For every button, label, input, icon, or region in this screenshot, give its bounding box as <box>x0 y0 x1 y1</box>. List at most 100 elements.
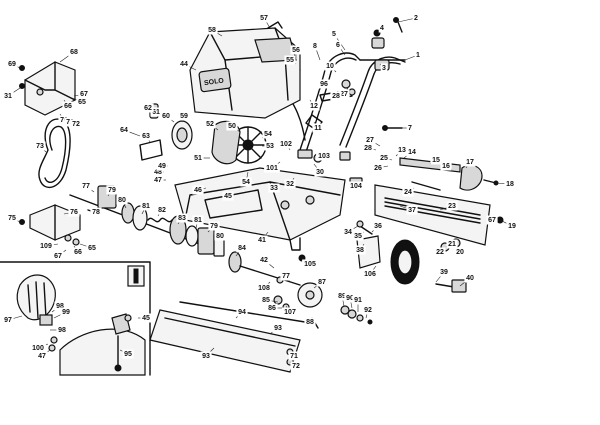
drive-belt <box>38 118 71 189</box>
part-number-p12: 12 <box>310 103 318 110</box>
part-number-p8: 8 <box>313 43 317 50</box>
part-number-bg-p75 <box>6 213 18 223</box>
part-number-p100: 100 <box>32 345 44 352</box>
part-number-p105: 105 <box>304 261 316 268</box>
part-number-p107: 107 <box>284 309 296 316</box>
part-number-p80b: 80 <box>216 233 224 240</box>
part-number-p99: 99 <box>62 309 70 316</box>
part-number-p27: 27 <box>340 91 348 98</box>
part-number-p106: 106 <box>364 271 376 278</box>
part-number-p62: 62 <box>144 105 152 112</box>
part-number-bg-p70 <box>58 115 70 125</box>
part-number-p65b: 65 <box>88 245 96 252</box>
part-number-p72b: 72 <box>292 363 300 370</box>
part-number-bg-p28b <box>362 143 374 153</box>
part-number-bg-p78 <box>90 207 102 217</box>
part-number-bg-p59 <box>178 111 190 121</box>
part-number-p95: 95 <box>124 351 132 358</box>
part-number-bg-p88 <box>304 317 316 327</box>
part-number-bg-p89 <box>336 291 348 301</box>
part-number-bg-p86 <box>266 303 278 313</box>
part-number-bg-p64 <box>118 125 130 135</box>
deflector-blade <box>149 301 306 373</box>
part-number-p93b: 93 <box>202 353 210 360</box>
part-number-p75: 75 <box>8 215 16 222</box>
part-number-p50: 50 <box>228 123 236 130</box>
part-number-bg-p19 <box>506 221 518 231</box>
part-number-bg-p48 <box>152 167 164 177</box>
part-number-bg-p67c <box>486 215 498 225</box>
part-number-bg-p40 <box>464 273 476 283</box>
part-number-bg-p25 <box>378 153 390 163</box>
part-number-bg-p106 <box>362 269 378 279</box>
part-number-bg-p47b <box>36 351 48 361</box>
part-number-p16: 16 <box>442 163 450 170</box>
part-number-bg-p90 <box>344 293 356 303</box>
part-number-bg-p104 <box>348 181 364 191</box>
part-number-p67c: 67 <box>488 217 496 224</box>
part-number-bg-p98 <box>54 301 66 311</box>
part-number-p6: 6 <box>336 42 340 49</box>
part-number-bg-p79b <box>208 221 220 231</box>
part-number-p81b: 81 <box>194 217 202 224</box>
part-number-p80: 80 <box>118 197 126 204</box>
part-number-bg-p109 <box>38 241 54 251</box>
part-number-p2: 2 <box>414 15 418 22</box>
part-number-p42: 42 <box>260 257 268 264</box>
part-number-p37: 37 <box>408 207 416 214</box>
part-number-p45: 45 <box>224 193 232 200</box>
part-number-bg-p55 <box>284 55 296 65</box>
part-number-p26: 26 <box>374 165 382 172</box>
part-number-bg-p67b <box>52 251 64 261</box>
part-number-bg-p8 <box>311 41 319 51</box>
part-number-p53: 53 <box>266 143 274 150</box>
part-number-p5: 5 <box>332 31 336 38</box>
part-number-p30: 30 <box>316 169 324 176</box>
part-number-bg-p31 <box>2 91 14 101</box>
part-number-p66: 66 <box>64 103 72 110</box>
part-number-p18: 18 <box>506 181 514 188</box>
part-number-bg-p69 <box>6 59 18 69</box>
part-number-p79: 79 <box>108 187 116 194</box>
part-number-p96: 96 <box>320 81 328 88</box>
part-number-bg-p37 <box>406 205 418 215</box>
part-number-bg-p22 <box>434 247 446 257</box>
part-number-p65: 65 <box>78 99 86 106</box>
part-number-p45b: 45 <box>142 315 150 322</box>
part-number-p81: 81 <box>142 203 150 210</box>
part-number-p35: 35 <box>354 233 362 240</box>
part-number-bg-p13 <box>396 145 408 155</box>
part-number-bg-p63 <box>140 131 152 141</box>
part-number-bg-p71b <box>288 351 300 361</box>
part-number-bg-p26 <box>372 163 384 173</box>
part-number-p102: 102 <box>280 141 292 148</box>
part-number-bg-p61 <box>150 107 162 117</box>
part-number-p14: 14 <box>408 149 416 156</box>
part-number-bg-p100 <box>30 343 46 353</box>
part-number-p66b: 66 <box>74 249 82 256</box>
part-number-bg-p94 <box>236 307 248 317</box>
part-number-p28: 28 <box>332 93 340 100</box>
part-number-p97: 97 <box>4 317 12 324</box>
part-number-p24: 24 <box>404 189 412 196</box>
part-number-bg-p62 <box>142 103 154 113</box>
part-number-bg-p51 <box>192 153 204 163</box>
part-number-bg-p92 <box>362 305 374 315</box>
part-number-bg-p4 <box>378 23 386 33</box>
part-number-p91: 91 <box>354 297 362 304</box>
part-number-bg-p21 <box>446 239 458 249</box>
part-number-p58: 58 <box>208 27 216 34</box>
part-number-bg-p79 <box>106 185 118 195</box>
part-number-p31: 31 <box>4 93 12 100</box>
part-number-p61: 61 <box>152 109 160 116</box>
part-number-p20: 20 <box>456 249 464 256</box>
part-number-bg-p96 <box>318 79 330 89</box>
part-number-bg-p68 <box>68 47 80 57</box>
part-number-bg-p81b <box>192 215 204 225</box>
part-number-bg-p99 <box>60 307 72 317</box>
part-number-bg-p7 <box>406 123 414 133</box>
part-number-p101: 101 <box>266 165 278 172</box>
part-number-bg-p27b <box>364 135 376 145</box>
part-number-p92: 92 <box>364 307 372 314</box>
